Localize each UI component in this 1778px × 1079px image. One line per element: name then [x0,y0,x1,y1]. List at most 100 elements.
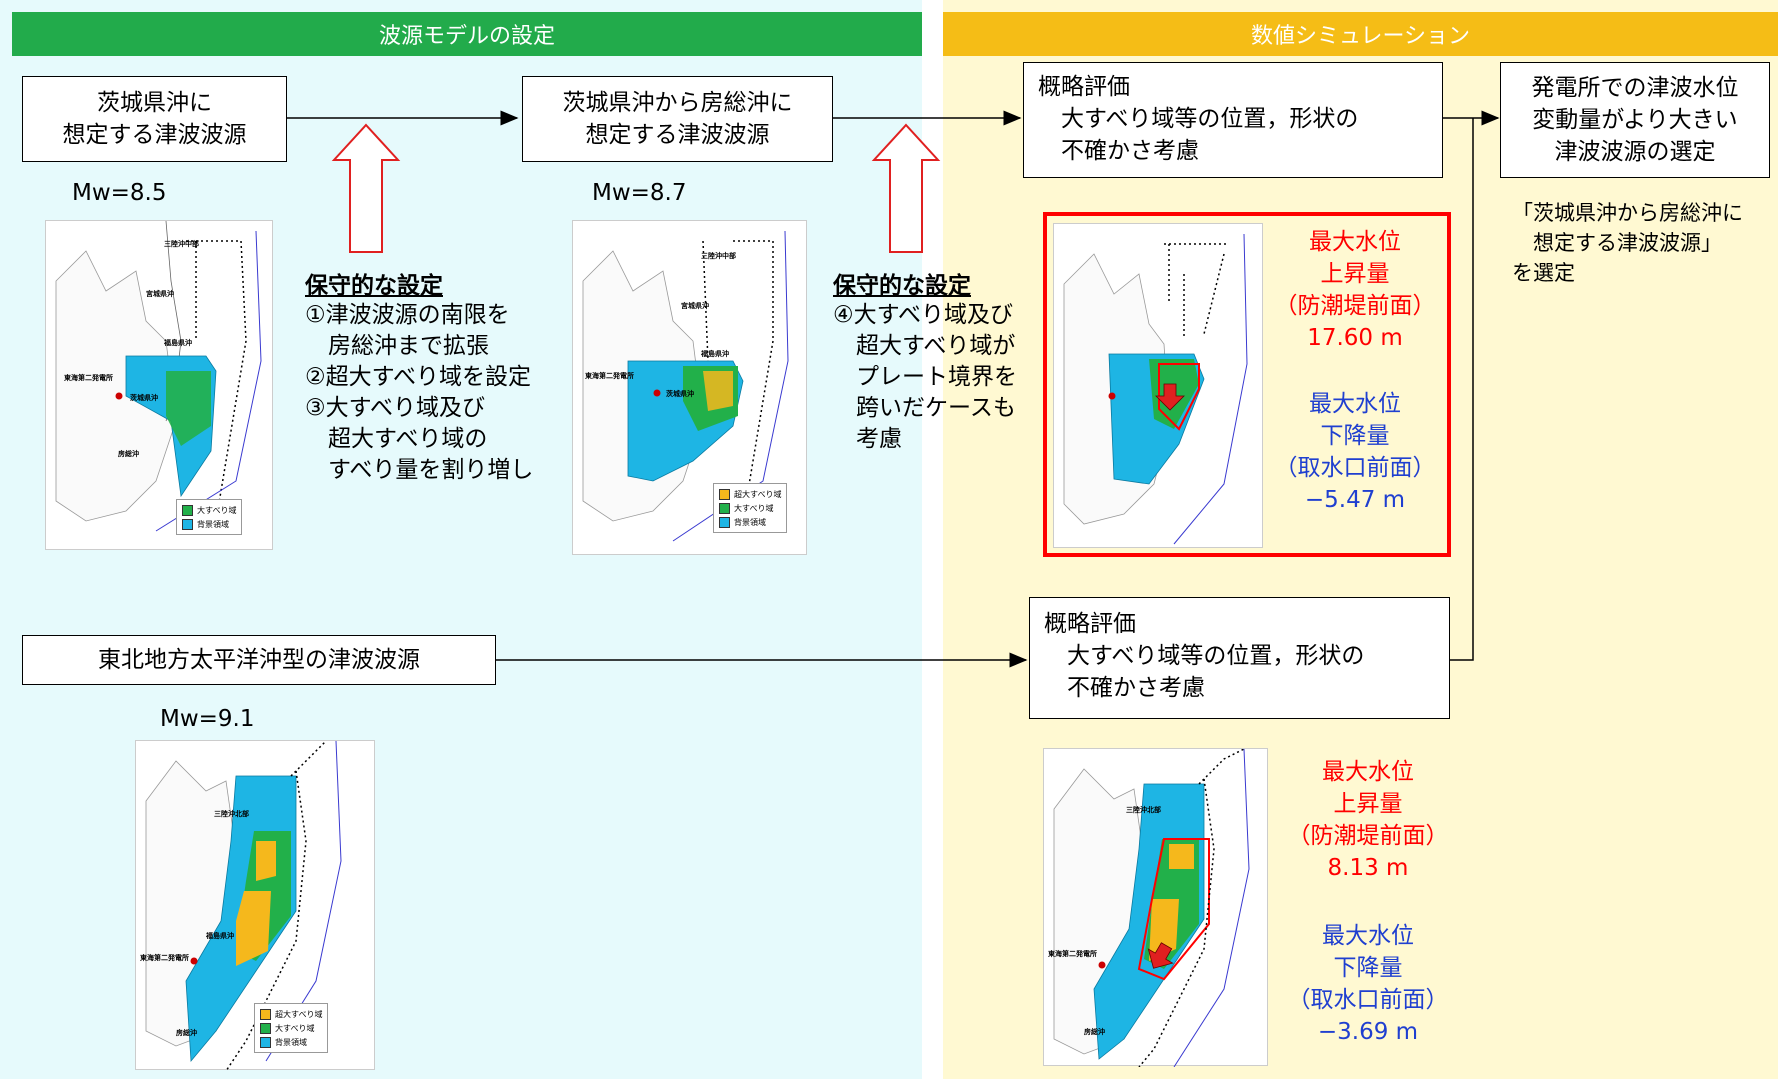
map2-label-miyagi: 宮城県沖 [681,302,709,310]
selection-box: 発電所での津波水位 変動量がより大きい 津波波源の選定 [1500,62,1770,178]
result1-fall-line1: 最大水位 [1309,391,1401,417]
eval2-line2: 大すべり域等の位置，形状の [1044,643,1365,669]
conservative1-line2: 房総沖まで拡張 [305,333,489,359]
hollow-up-arrow-2 [871,123,941,253]
map1-legend: 大すべり域 背景領域 [176,499,243,535]
eval2-line3: 不確かさ考慮 [1044,675,1205,701]
map-result-1 [1053,223,1263,548]
selection-note: 「茨城県沖から房総沖に 想定する津波波源」 を選定 [1512,198,1743,288]
header-wave-source-model: 波源モデルの設定 [12,12,922,56]
map4-label-boso: 房総沖 [1084,1028,1105,1036]
map-tohoku-source: 三陸沖北部 福島県沖 東海第二発電所 房総沖 超大すべり域 大すべり域 背景領域 [135,740,375,1072]
eval-box-1: 概略評価 大すべり域等の位置，形状の 不確かさ考慮 [1023,62,1443,178]
selection-line3: 津波波源の選定 [1554,139,1716,165]
eval-box-2: 概略評価 大すべり域等の位置，形状の 不確かさ考慮 [1029,597,1450,719]
map4-label-plant: 東海第二発電所 [1048,950,1097,958]
map1-legend-background: 背景領域 [197,519,229,529]
eval2-line1: 概略評価 [1044,611,1136,637]
map2-legend-background: 背景領域 [734,517,766,527]
map3-label-sanriku-hokubu: 三陸沖北部 [214,810,249,818]
source-ibaraki-boso-box: 茨城県沖から房総沖に 想定する津波波源 [522,76,833,162]
selection-note-line2: 想定する津波波源」 [1512,231,1722,255]
conservative1-line6: すべり量を割り増し [305,457,534,483]
map3-label-fukushima: 福島県沖 [206,932,234,940]
result2-fall-value: −3.69 m [1317,1019,1419,1045]
conservative2-line3: プレート境界を [833,364,1017,390]
map-ibaraki-source: 三陸沖中部 宮城県沖 福島県沖 東海第二発電所 茨城県沖 房総沖 大すべり域 背… [45,220,273,550]
map1-label-boso: 房総沖 [118,450,139,458]
map-result-2-drawing [1053,748,1250,1068]
result1-fall-value: −5.47 m [1304,487,1406,513]
map2-label-sanriku-chubu: 三陸沖中部 [701,252,736,260]
selection-line2: 変動量がより大きい [1532,107,1738,133]
result2-fall-line2: 下降量 [1333,955,1403,981]
selection-note-line3: を選定 [1512,261,1575,285]
map-ibaraki-drawing [55,220,262,532]
result2-rise-value: 8.13 m [1327,855,1409,881]
map-ibaraki-boso-source: 三陸沖中部 宮城県沖 福島県沖 東海第二発電所 茨城県沖 超大すべり域 大すべり… [572,220,807,555]
source-ibaraki-boso-line2: 想定する津波波源 [585,122,770,148]
result1-fall-line2: 下降量 [1320,423,1390,449]
selection-note-line1: 「茨城県沖から房総沖に [1512,201,1743,225]
result2-rise-line3: （防潮堤前面） [1287,823,1449,849]
result1-fall-line3: （取水口前面） [1274,455,1436,481]
map-ibaraki-boso-drawing [582,230,789,542]
result1-rise-line1: 最大水位 [1309,229,1401,255]
conservative-settings-2-title: 保守的な設定 [833,273,971,299]
conservative-settings-2: 保守的な設定 ④大すべり域及び 超大すべり域が プレート境界を 跨いだケースも … [833,266,1017,455]
result-2-fall: 最大水位 下降量 （取水口前面） −3.69 m [1283,920,1453,1048]
map3-legend-large-slip: 大すべり域 [275,1023,315,1033]
conservative-settings-1-title: 保守的な設定 [305,273,443,299]
mw-source2: Mw=8.7 [592,180,687,206]
conservative1-line1: ①津波波源の南限を [305,302,510,328]
result-2-rise: 最大水位 上昇量 （防潮堤前面） 8.13 m [1283,756,1453,884]
map1-label-plant: 東海第二発電所 [64,374,113,382]
result2-rise-line1: 最大水位 [1322,759,1414,785]
map-result-2: 三陸沖北部 東海第二発電所 房総沖 [1043,748,1268,1068]
conservative1-line4: ③大すべり域及び [305,395,486,421]
eval1-line2: 大すべり域等の位置，形状の [1038,106,1359,132]
conservative2-line5: 考慮 [833,426,902,452]
mw-source1: Mw=8.5 [72,180,167,206]
source-tohoku-label: 東北地方太平洋沖型の津波波源 [98,647,420,673]
map-result-1-drawing [1063,233,1248,545]
map2-legend-large-slip: 大すべり域 [734,503,774,513]
conservative1-line5: 超大すべり域の [305,426,488,452]
map3-label-plant: 東海第二発電所 [140,954,189,962]
source-tohoku-box: 東北地方太平洋沖型の津波波源 [22,635,496,685]
result2-rise-line2: 上昇量 [1333,791,1403,817]
map2-label-ibaraki: 茨城県沖 [666,390,694,398]
mw-source3: Mw=9.1 [160,706,255,732]
map3-legend: 超大すべり域 大すべり域 背景領域 [254,1003,329,1053]
header-numerical-simulation: 数値シミュレーション [943,12,1778,56]
map3-legend-super-slip: 超大すべり域 [275,1009,323,1019]
result1-rise-line3: （防潮堤前面） [1274,293,1436,319]
conservative2-line4: 跨いだケースも [833,395,1016,421]
map3-legend-background: 背景領域 [275,1037,307,1047]
result-1-fall: 最大水位 下降量 （取水口前面） −5.47 m [1270,388,1440,516]
result2-fall-line1: 最大水位 [1322,923,1414,949]
conservative2-line1: ④大すべり域及び [833,302,1014,328]
map4-label-sanriku-hokubu: 三陸沖北部 [1126,806,1161,814]
conservative2-line2: 超大すべり域が [833,333,1016,359]
map3-label-boso: 房総沖 [176,1029,197,1037]
map-tohoku-drawing [145,740,342,1072]
source-ibaraki-line1: 茨城県沖に [97,90,212,116]
result1-rise-line2: 上昇量 [1320,261,1390,287]
map2-label-plant: 東海第二発電所 [585,372,634,380]
map1-legend-large-slip: 大すべり域 [197,505,237,515]
conservative-settings-1: 保守的な設定 ①津波波源の南限を 房総沖まで拡張 ②超大すべり域を設定 ③大すべ… [305,266,533,486]
source-ibaraki-boso-line1: 茨城県沖から房総沖に [562,90,793,116]
result2-fall-line3: （取水口前面） [1287,987,1449,1013]
conservative1-line3: ②超大すべり域を設定 [305,364,532,390]
map1-label-ibaraki: 茨城県沖 [130,394,158,402]
eval1-line3: 不確かさ考慮 [1038,138,1199,164]
line-eval2-out [1450,118,1474,661]
selection-line1: 発電所での津波水位 [1531,75,1739,101]
map1-label-miyagi: 宮城県沖 [146,290,174,298]
source-ibaraki-box: 茨城県沖に 想定する津波波源 [22,76,287,162]
map2-legend-super-slip: 超大すべり域 [734,489,782,499]
map1-label-fukushima: 福島県沖 [164,339,192,347]
source-ibaraki-line2: 想定する津波波源 [62,122,247,148]
